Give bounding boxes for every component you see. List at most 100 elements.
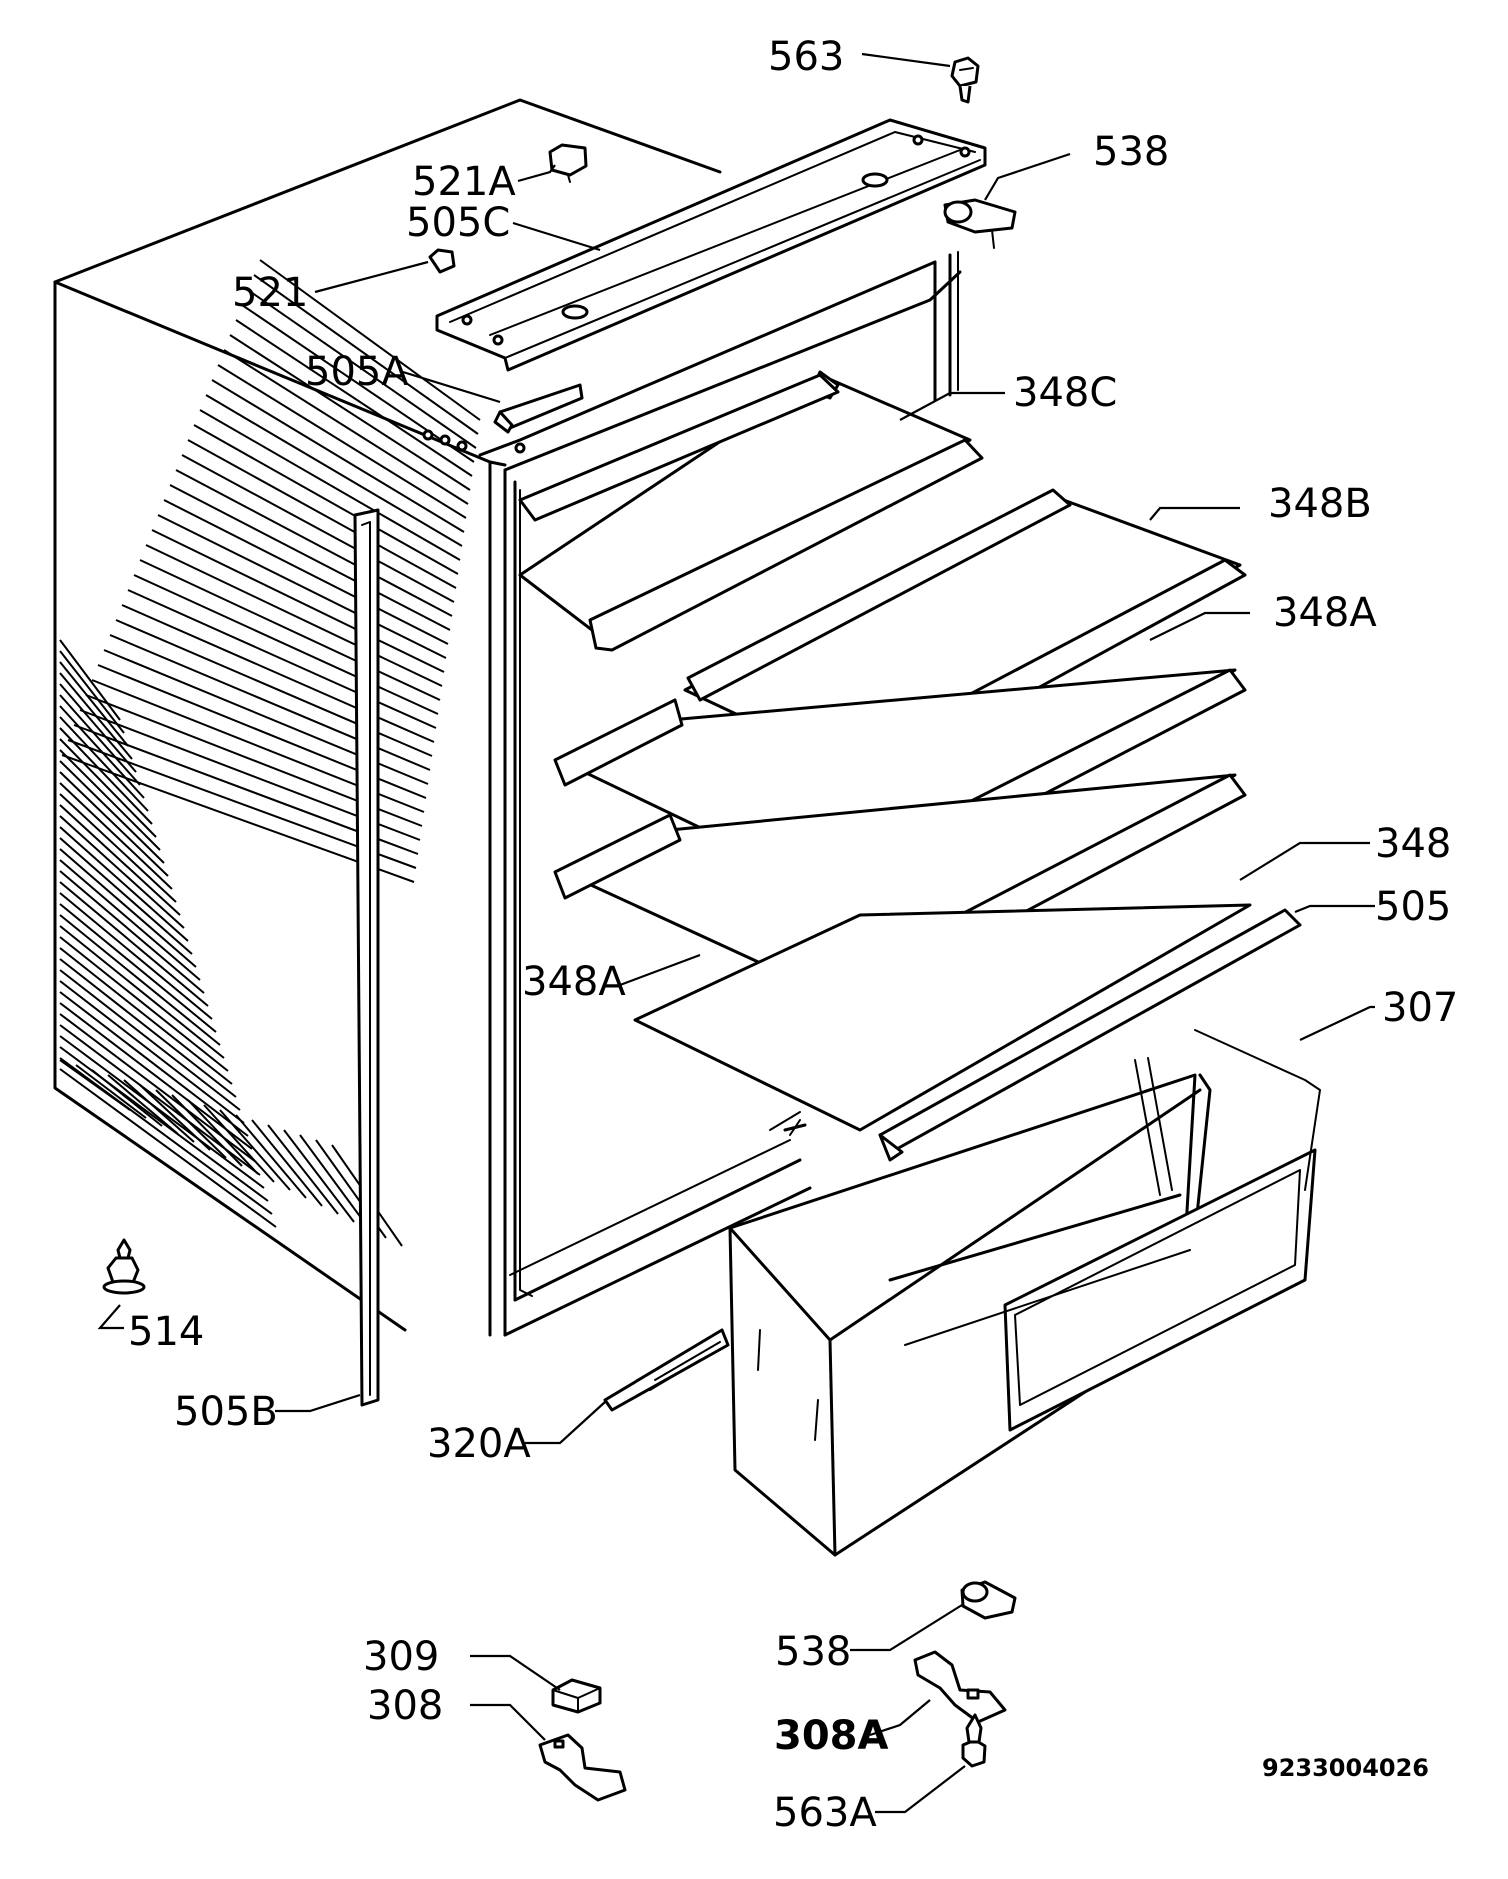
label-348b: 348B xyxy=(1268,481,1372,527)
hatch-line xyxy=(267,1124,339,1215)
part-labels: 563 538 521A 505C 521 505A 348C 348B 348… xyxy=(128,34,1458,1836)
hatch-line xyxy=(235,319,473,477)
hatch-line xyxy=(59,650,125,734)
label-563: 563 xyxy=(768,34,844,80)
hatch-line xyxy=(181,454,455,603)
hatch-line xyxy=(59,892,213,1020)
hatch-line xyxy=(59,1059,131,1111)
label-505: 505 xyxy=(1375,884,1451,930)
hatch-line xyxy=(59,991,249,1137)
hatch-line xyxy=(107,1074,179,1135)
hinge-538-bottom xyxy=(960,1580,1017,1620)
bracket-308 xyxy=(538,1733,627,1802)
label-348a-right: 348A xyxy=(1273,590,1377,636)
hatch-line xyxy=(59,760,165,864)
screw-563 xyxy=(950,56,980,104)
hatch-line xyxy=(59,958,237,1098)
screw-563a xyxy=(961,1713,987,1768)
hatch-line xyxy=(199,409,461,561)
hatch-line xyxy=(133,574,439,715)
cap-521a xyxy=(548,143,588,183)
hatch-line xyxy=(193,424,459,575)
hatch-line xyxy=(139,559,441,701)
hatch-line xyxy=(205,394,463,547)
hatch-line xyxy=(59,771,169,877)
hatch-line xyxy=(127,589,437,729)
hatch-line xyxy=(241,304,475,463)
label-563a: 563A xyxy=(773,1790,877,1836)
cap-521 xyxy=(428,248,456,274)
label-538-top: 538 xyxy=(1093,129,1169,175)
shelf-348 xyxy=(633,903,1252,1132)
hatch-line xyxy=(139,1084,211,1151)
block-309 xyxy=(551,1678,602,1714)
hatch-line xyxy=(59,903,217,1033)
label-308a: 308A xyxy=(774,1713,888,1759)
hatch-line xyxy=(59,870,205,994)
bracket-308a xyxy=(913,1650,1007,1724)
hatch-line xyxy=(59,782,173,890)
hatch-line xyxy=(61,754,415,883)
hatch-line xyxy=(59,837,193,955)
hatch-line xyxy=(121,604,435,743)
hatch-line xyxy=(59,914,221,1046)
hatch-line xyxy=(59,815,185,929)
hatch-line xyxy=(59,936,229,1072)
hatch-line xyxy=(157,514,447,659)
hatch-line xyxy=(251,1119,323,1207)
hatch-line xyxy=(223,349,469,505)
hatch-line xyxy=(171,1094,243,1167)
label-348c: 348C xyxy=(1013,370,1117,416)
label-348: 348 xyxy=(1375,821,1451,867)
hatch-line xyxy=(283,1129,355,1223)
hatch-line xyxy=(217,364,467,519)
foot-514 xyxy=(102,1238,146,1295)
hatch-line xyxy=(211,379,465,533)
label-521a: 521A xyxy=(412,159,516,205)
hatch-line xyxy=(187,439,457,589)
hatch-line xyxy=(59,683,137,773)
side-panel-shading xyxy=(59,259,481,1247)
hatch-line xyxy=(235,1114,307,1199)
label-505b: 505B xyxy=(174,1389,278,1435)
hatch-line xyxy=(187,1099,259,1175)
leader-lines xyxy=(97,52,1375,1814)
hatch-line xyxy=(175,469,453,617)
hatch-line xyxy=(203,1104,275,1183)
hatch-line xyxy=(59,1035,265,1189)
hatch-line xyxy=(59,859,201,981)
hatch-line xyxy=(219,1109,291,1191)
top-hinge-rail xyxy=(435,118,987,372)
hatch-line xyxy=(299,1134,371,1231)
hatch-line xyxy=(59,980,245,1124)
document-number: 9233004026 xyxy=(1262,1754,1429,1782)
hatch-line xyxy=(59,738,157,838)
hatch-line xyxy=(59,694,141,786)
label-505c: 505C xyxy=(406,200,510,246)
rail-505 xyxy=(878,908,1302,1162)
hatch-line xyxy=(59,925,225,1059)
hatch-line xyxy=(59,826,189,942)
hatch-line xyxy=(169,484,451,631)
hatch-line xyxy=(253,274,479,435)
hatch-line xyxy=(59,793,177,903)
hinge-538-top xyxy=(943,198,1017,249)
label-514: 514 xyxy=(128,1309,204,1355)
hatch-line xyxy=(59,1046,269,1202)
hatch-line xyxy=(247,289,477,449)
hatch-line xyxy=(59,881,209,1007)
hatch-line xyxy=(59,1002,253,1150)
hatch-line xyxy=(59,749,161,851)
label-348a-left: 348A xyxy=(522,959,626,1005)
hatch-line xyxy=(59,716,149,812)
label-505a: 505A xyxy=(305,349,409,395)
label-307: 307 xyxy=(1382,985,1458,1031)
hatch-line xyxy=(59,1057,273,1215)
label-521: 521 xyxy=(232,270,308,316)
rail-320a xyxy=(603,1328,730,1412)
hatch-line xyxy=(59,947,233,1085)
strip-505b xyxy=(353,508,380,1407)
hatch-line xyxy=(163,499,449,645)
